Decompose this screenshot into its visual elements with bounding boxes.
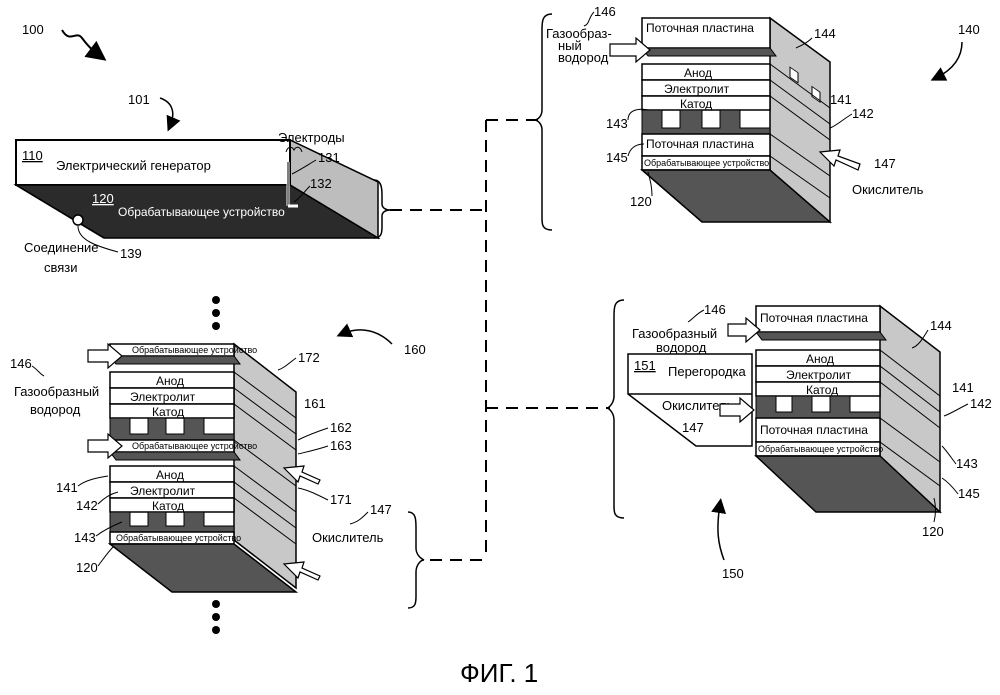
stack-oxidizer: Окислитель (312, 530, 384, 545)
ref-160: 160 (404, 342, 426, 357)
stack-ref-146: 146 (10, 356, 32, 371)
stack-processor-2: Обрабатывающее устройство (132, 441, 257, 451)
ref-101: 101 (128, 92, 150, 107)
cell-150-top-plate-label: Поточная пластина (760, 311, 868, 325)
ref-150: 150 (722, 566, 744, 581)
cell-140-ref-147: 147 (874, 156, 896, 171)
comm-port-icon (73, 215, 83, 225)
cell-150-anode: Анод (806, 352, 834, 366)
cell-140-ref-142: 142 (852, 106, 874, 121)
stack-processor-3: Обрабатывающее устройство (116, 533, 241, 543)
cell-140-top-plate-label: Поточная пластина (646, 21, 754, 35)
stack-ref-143: 143 (74, 530, 96, 545)
cell-140-hydrogen-3: водород (558, 50, 609, 65)
system-100: 100 (22, 22, 100, 56)
stack-ref-142: 142 (76, 498, 98, 513)
cell-140-ref-120: 120 (630, 194, 652, 209)
stack-anode-1: Анод (156, 374, 184, 388)
cell-150-ref-141: 141 (952, 380, 974, 395)
ref-162: 162 (330, 420, 352, 435)
stack-ref-147: 147 (370, 502, 392, 517)
cell-150: 150 Поточная пластина Анод Электролит Ка… (628, 302, 992, 581)
connectors (390, 120, 610, 560)
electrodes-label: Электроды (278, 130, 345, 145)
cell-150-ref-147: 147 (682, 420, 704, 435)
stack-cathode-2: Катод (152, 499, 184, 513)
ref-172: 172 (298, 350, 320, 365)
cell-150-ref-142: 142 (970, 396, 992, 411)
cell-150-hydrogen-arrow (728, 318, 760, 342)
ref-161: 161 (304, 396, 326, 411)
stack-hydrogen-2: водород (30, 402, 81, 417)
cell-150-ref-143: 143 (956, 456, 978, 471)
cell-140-ref-141: 141 (830, 92, 852, 107)
ref-139: 139 (120, 246, 142, 261)
ref-100: 100 (22, 22, 44, 37)
cell-150-hydrogen-1: Газообразный (632, 326, 717, 341)
bracket-150 (606, 300, 624, 518)
bracket-140 (534, 14, 552, 230)
stack-hydrogen-1: Газообразный (14, 384, 99, 399)
ref-171: 171 (330, 492, 352, 507)
cell-150-bottom-plate-label: Поточная пластина (760, 423, 868, 437)
cell-150-electrolyte: Электролит (786, 368, 852, 382)
generator-device: 101 110 Электрический генератор 120 Обра… (16, 92, 390, 275)
ref-132: 132 (310, 176, 332, 191)
figure-caption: ФИГ. 1 (460, 658, 538, 688)
generator-label: Электрический генератор (56, 158, 211, 173)
stack-ref-141: 141 (56, 480, 78, 495)
processor-label: Обрабатывающее устройство (118, 205, 285, 219)
stack-processor-1: Обрабатывающее устройство (132, 345, 257, 355)
cell-150-ref-145: 145 (958, 486, 980, 501)
cell-150-ref-144: 144 (930, 318, 952, 333)
ref-140: 140 (958, 22, 980, 37)
cell-150-processor-label: Обрабатывающее устройство (758, 444, 883, 454)
bracket-160 (408, 512, 424, 608)
stack-anode-2: Анод (156, 468, 184, 482)
cell-140-electrolyte: Электролит (664, 82, 730, 96)
cell-150-hydrogen-2: водород (656, 340, 707, 355)
cell-140-ref-144: 144 (814, 26, 836, 41)
stack-ref-120: 120 (76, 560, 98, 575)
stack-160: 160 Обрабатывающее устройство Анод Элект… (10, 296, 426, 634)
stack-electrolyte-2: Электролит (130, 484, 196, 498)
cell-150-cathode: Катод (806, 383, 838, 397)
cell-140: 140 Поточная пластина Анод Электролит Ка… (546, 4, 980, 222)
cell-140-oxidizer: Окислитель (852, 182, 924, 197)
cell-150-ref-146: 146 (704, 302, 726, 317)
ref-120-generator: 120 (92, 191, 114, 206)
cell-140-ref-145: 145 (606, 150, 628, 165)
cell-150-ref-120: 120 (922, 524, 944, 539)
cell-140-processor-label: Обрабатывающее устройство (644, 158, 769, 168)
stack-cathode-1: Катод (152, 405, 184, 419)
ref-131: 131 (318, 150, 340, 165)
cell-140-ref-146: 146 (594, 4, 616, 19)
ref-110: 110 (22, 148, 43, 163)
cell-140-cathode: Катод (680, 97, 712, 111)
partition-label: Перегородка (668, 364, 746, 379)
cell-140-ref-143: 143 (606, 116, 628, 131)
cell-140-anode: Анод (684, 66, 712, 80)
ref-151: 151 (634, 358, 656, 373)
ref-163: 163 (330, 438, 352, 453)
stack-electrolyte-1: Электролит (130, 390, 196, 404)
cell-140-bottom-plate-label: Поточная пластина (646, 137, 754, 151)
comm-link-label-1: Соединение (24, 240, 99, 255)
comm-link-label-2: связи (44, 260, 78, 275)
